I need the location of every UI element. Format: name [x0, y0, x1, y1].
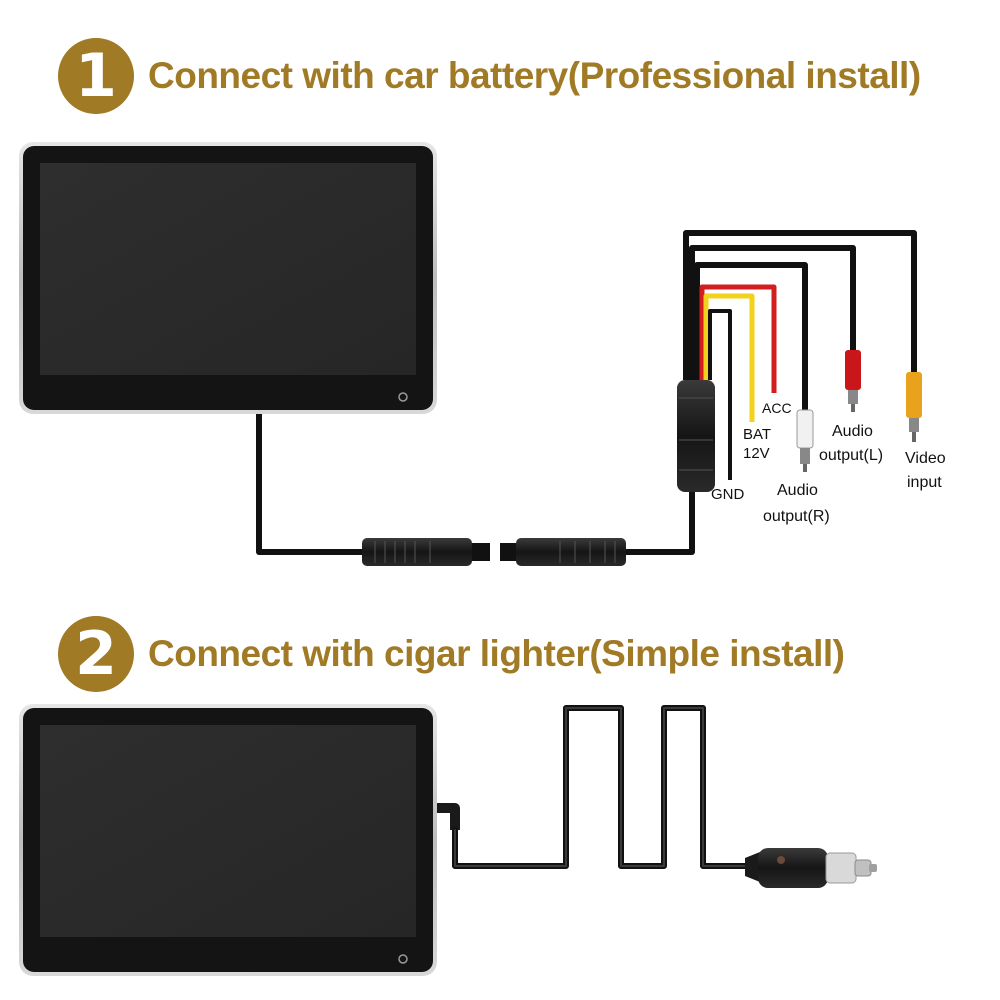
power-button-icon [398, 392, 408, 402]
label-audio-right-line1: Audio [777, 482, 818, 499]
step-1-power-cable [256, 230, 917, 566]
cigar-lighter-plug [745, 848, 877, 888]
dc-plug [437, 803, 460, 830]
step-1-header: 1 Connect with car battery(Professional … [58, 36, 921, 116]
cable-connector-male [362, 538, 472, 566]
label-gnd: GND [711, 486, 745, 503]
wire-video [683, 230, 917, 380]
label-acc: ACC [762, 400, 792, 416]
label-audio-left-line1: Audio [832, 423, 873, 440]
step-1-number-badge: 1 [58, 38, 134, 114]
wire-gnd [708, 309, 732, 480]
wire-audio-right [694, 262, 808, 410]
wire-harness-body [677, 380, 715, 492]
step-2-title: Connect with cigar lighter(Simple instal… [148, 633, 845, 674]
wire-audio-left [689, 245, 856, 380]
wire-acc [699, 284, 777, 393]
monitor-screen [40, 163, 416, 375]
rca-plug-audio-left [845, 350, 861, 412]
cable-connector-female [516, 538, 626, 566]
monitor-screen [40, 725, 416, 937]
label-bat-line2: 12V [743, 445, 770, 462]
label-bat-line1: BAT [743, 426, 771, 443]
rca-plug-audio-right [796, 409, 814, 472]
rca-plug-video [906, 372, 922, 442]
label-video-line2: input [907, 474, 942, 491]
wire-bat-12v [703, 293, 755, 422]
led-indicator-icon [777, 856, 785, 864]
step-1-monitor [19, 142, 437, 414]
step-1-title: Connect with car battery(Professional in… [148, 55, 921, 96]
step-2-monitor [19, 704, 437, 976]
label-audio-right-line2: output(R) [763, 508, 830, 525]
power-button-icon [398, 954, 408, 964]
step-2-header: 2 Connect with cigar lighter(Simple inst… [58, 614, 845, 694]
step-2-number-badge: 2 [58, 616, 134, 692]
label-audio-left-line2: output(L) [819, 447, 883, 464]
step-2-cigar-cable [437, 705, 748, 869]
label-video-line1: Video [905, 450, 946, 467]
